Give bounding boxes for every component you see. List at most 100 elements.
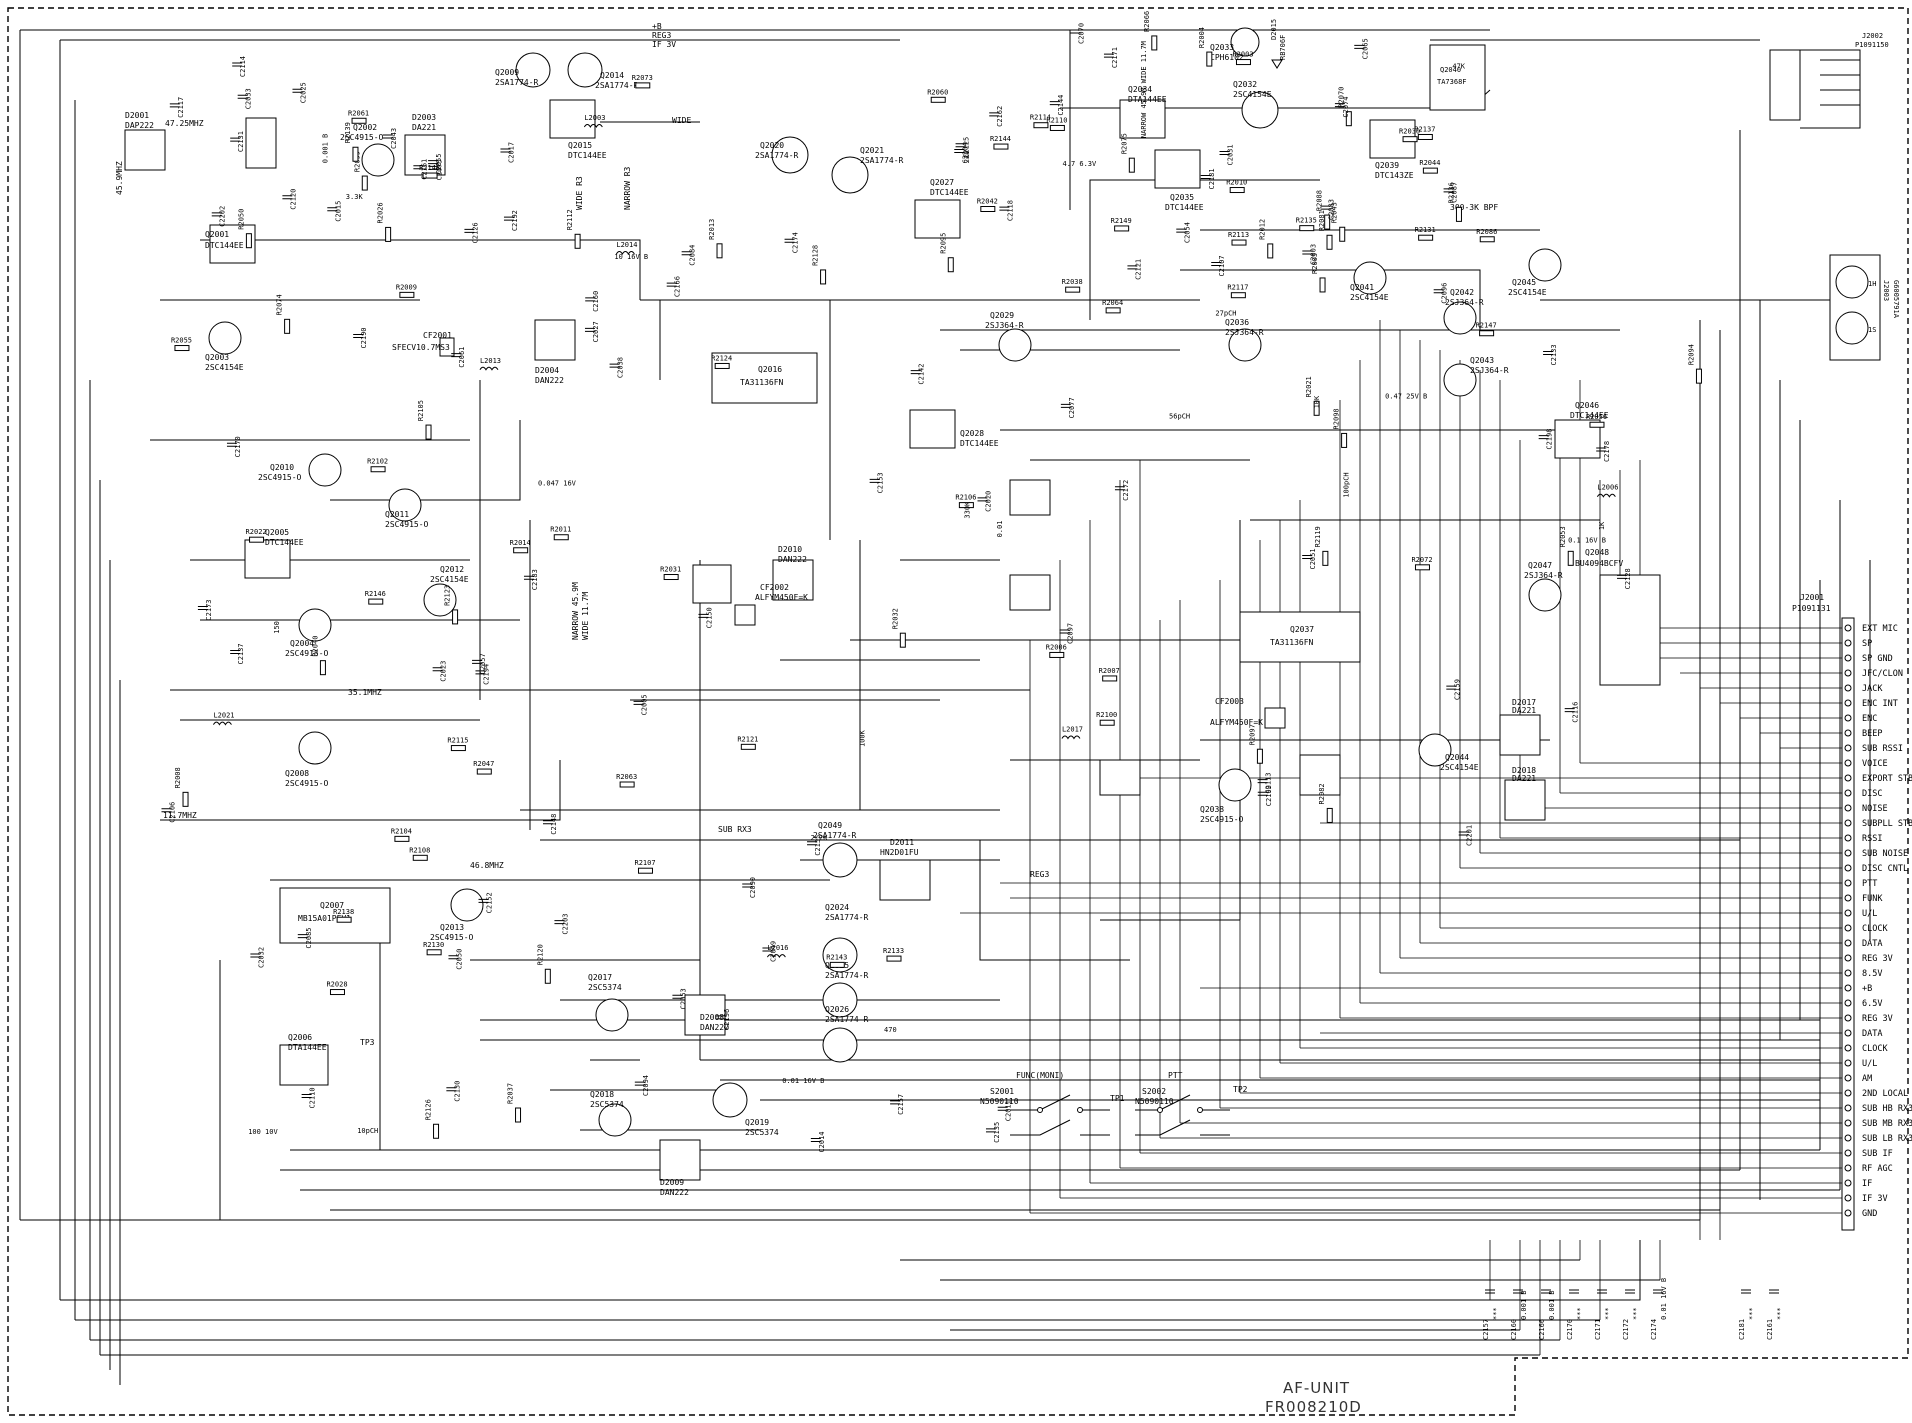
j2001-pin-label: SP GND [1862,654,1893,664]
svg-text:D2001: D2001 [125,111,149,120]
capacitor-label: C2043 [390,128,398,149]
svg-text:Q2036: Q2036 [1225,318,1249,327]
connector-j2002: J2002 P1091150 [1769,32,1889,129]
resistor-body [930,96,946,103]
j2001-pin-label: IF [1862,1179,1872,1189]
capacitor-label: C2087 [1451,182,1459,203]
capacitor-label: C2074 [1342,97,1350,118]
capacitor-symbol [716,1015,727,1020]
resistor-body [1231,239,1247,246]
coil-label: L2006 [1597,484,1618,492]
svg-text:DTC144EE: DTC144EE [960,439,999,448]
capacitor-label: C2033 [245,88,253,109]
svg-text:TA31136FN: TA31136FN [740,378,784,387]
coil-label: L2021 [213,712,234,720]
resistor-label: R2143 [826,953,847,961]
svg-text:Q2047: Q2047 [1528,561,1552,570]
resistor-body [1151,35,1158,51]
capacitor-label: C2106 [168,802,176,823]
capacitor-label: C2090 [749,877,757,898]
svg-text:Q2045: Q2045 [1512,278,1536,287]
j2001-pin [1844,1044,1852,1052]
capacitor-label: C2148 [550,814,558,835]
capacitor-symbol [161,808,172,813]
capacitor-symbol [554,920,565,925]
j2001-pin-label: RF AGC [1862,1164,1893,1174]
capacitor-label: C2192 [511,210,519,231]
resistor-body [619,781,635,788]
transistor-q2006: Q2006 DTA144EE [279,1033,329,1086]
svg-text:DTC144EE: DTC144EE [265,538,304,547]
svg-text:Q2009: Q2009 [495,68,519,77]
resistor-body [1589,421,1605,428]
capacitor-symbol [810,1138,821,1143]
capacitor-label: C2142 [918,364,926,385]
value-label: 0.01 [996,521,1004,538]
capacitor-symbol [1127,265,1138,270]
resistor-label: R2107 [634,859,655,867]
resistor-label: R2032 [891,608,899,629]
resistor-label: R2070 [1337,87,1345,108]
j2001-pin [1844,909,1852,917]
filter-cf2003: CF2003 ALFYM450F=K [1210,697,1286,729]
resistor-body [1256,748,1263,764]
bottom-capacitor-label: C2170 [1566,1319,1574,1340]
j2001-pin [1844,759,1852,767]
capacitor-label: C2171 [1111,47,1119,68]
resistor-label: R2113 [1228,231,1249,239]
svg-text:SFECV10.7MS3: SFECV10.7MS3 [392,343,450,352]
resistor-label: R2038 [1062,278,1083,286]
capacitor-symbol [1543,351,1554,356]
resistor-label: R2022 [246,528,267,536]
bottom-capacitor-label: C2166 [1538,1319,1546,1340]
capacitor-symbol [997,1106,1008,1111]
svg-text:2SA1774-R: 2SA1774-R [860,156,904,165]
svg-text:Q2015: Q2015 [568,141,592,150]
svg-text:Q2020: Q2020 [760,141,784,150]
resistor-label: R2005 [1311,253,1319,274]
capacitor-label: C2120 [289,189,297,210]
svg-text:N5090110: N5090110 [980,1097,1019,1106]
capacitor-label: C2153 [877,472,885,493]
j2001-pin [1844,834,1852,842]
resistor-label: R2043 [1331,202,1339,223]
resistor-label: R2126 [425,1099,433,1120]
svg-text:2SA1774-R: 2SA1774-R [495,78,539,87]
capacitor-label: C2201 [1466,825,1474,846]
resistor-label: R2119 [1314,526,1322,547]
transistor-q2018: Q2018 2SC5374 [590,1090,632,1137]
j2001-pin [1844,669,1852,677]
svg-text:Q2041: Q2041 [1350,283,1374,292]
capacitor-symbol [1433,289,1444,294]
svg-text:Q2049: Q2049 [818,821,842,830]
transistor-q2011: Q2011 2SC4915-O [385,488,429,529]
bottom-capacitor-symbol [1653,1289,1663,1294]
svg-text:NARROW R3: NARROW R3 [623,166,632,210]
value-label: 10 16V B [614,253,648,261]
j2001-pin [1844,1194,1852,1202]
svg-text:Q2014: Q2014 [600,71,624,80]
capacitor-symbol [230,137,241,142]
value-label: 0.01 16V B [782,1077,824,1085]
j2001-pin-label: JFC/CLON [1862,669,1903,679]
resistor-label: R2128 [812,245,820,266]
diode-d2018: D2018 DA221 [1504,766,1546,821]
svg-text:11.7MHZ: 11.7MHZ [163,811,197,820]
coil-label: L2016 [767,944,788,952]
transistor-q2034: Q2034 DTA144EE [1119,85,1167,139]
j2001-pin [1844,984,1852,992]
capacitor-symbol [1103,53,1114,58]
resistor-body [452,609,459,625]
switch-s2002: PTT S2002 N5090110 [1135,1071,1230,1136]
capacitor-symbol [211,212,222,217]
svg-text:CF2003: CF2003 [1215,697,1244,706]
j2001-pin [1844,744,1852,752]
capacitor-label: C2061 [458,347,466,368]
capacitor-label: C2065 [1361,38,1369,59]
capacitor-symbol [807,841,818,846]
svg-text:2SJ364-R: 2SJ364-R [1470,366,1509,375]
value-label: 0.1 16V B [1568,536,1606,544]
svg-text:Q2021: Q2021 [860,146,884,155]
